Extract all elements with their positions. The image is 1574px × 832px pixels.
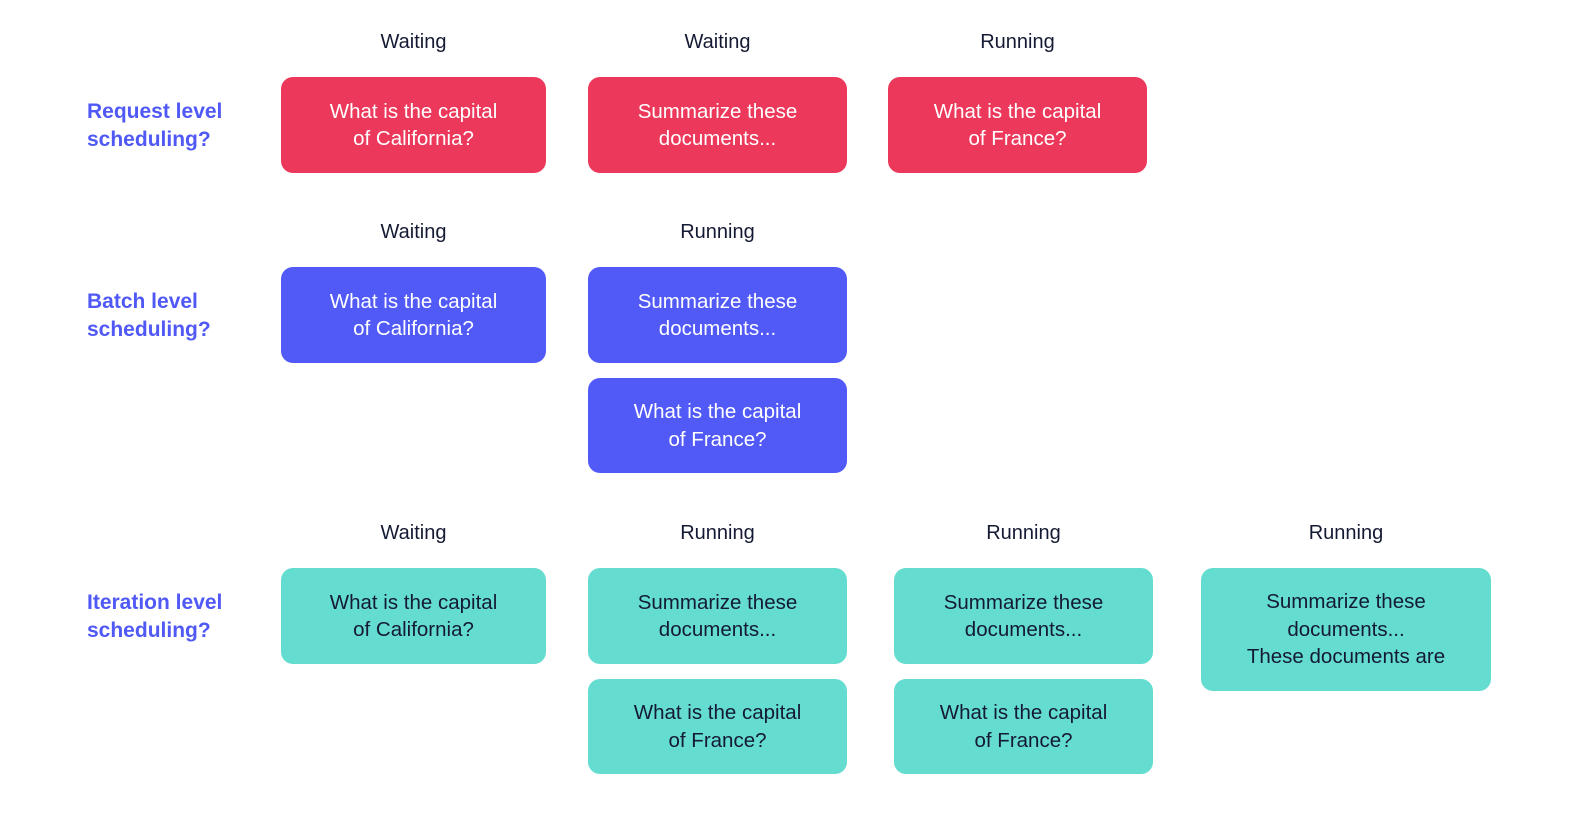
status-batch-col-2: Running [680,221,755,243]
iteration-card-california: What is the capital of California? [281,568,546,664]
batch-card-california: What is the capital of California? [281,267,546,363]
row-label-iteration-level: Iteration level scheduling? [87,591,223,642]
status-iteration-col-4: Running [1308,522,1384,544]
iteration-card-summarize-continued: Summarize these documents... These docum… [1201,568,1491,691]
row-label-request-level: Request level scheduling? [87,100,223,151]
iteration-card-summarize-1: Summarize these documents... [588,568,847,664]
status-iteration-col-2: Running [680,522,755,544]
row-label-batch-level: Batch level scheduling? [87,290,211,341]
status-iteration-col-1: Waiting [380,522,447,544]
status-iteration-col-3: Running [986,522,1061,544]
status-request-col-2: Waiting [684,31,751,53]
iteration-card-france-1: What is the capital of France? [588,679,847,774]
batch-card-summarize: Summarize these documents... [588,267,847,363]
request-card-france: What is the capital of France? [888,77,1147,173]
iteration-card-summarize-2: Summarize these documents... [894,568,1153,664]
status-batch-col-1: Waiting [380,221,447,243]
iteration-card-france-2: What is the capital of France? [894,679,1153,774]
request-card-summarize: Summarize these documents... [588,77,847,173]
status-request-col-1: Waiting [380,31,447,53]
request-card-california: What is the capital of California? [281,77,546,173]
batch-card-france: What is the capital of France? [588,378,847,473]
status-request-col-3: Running [980,31,1055,53]
